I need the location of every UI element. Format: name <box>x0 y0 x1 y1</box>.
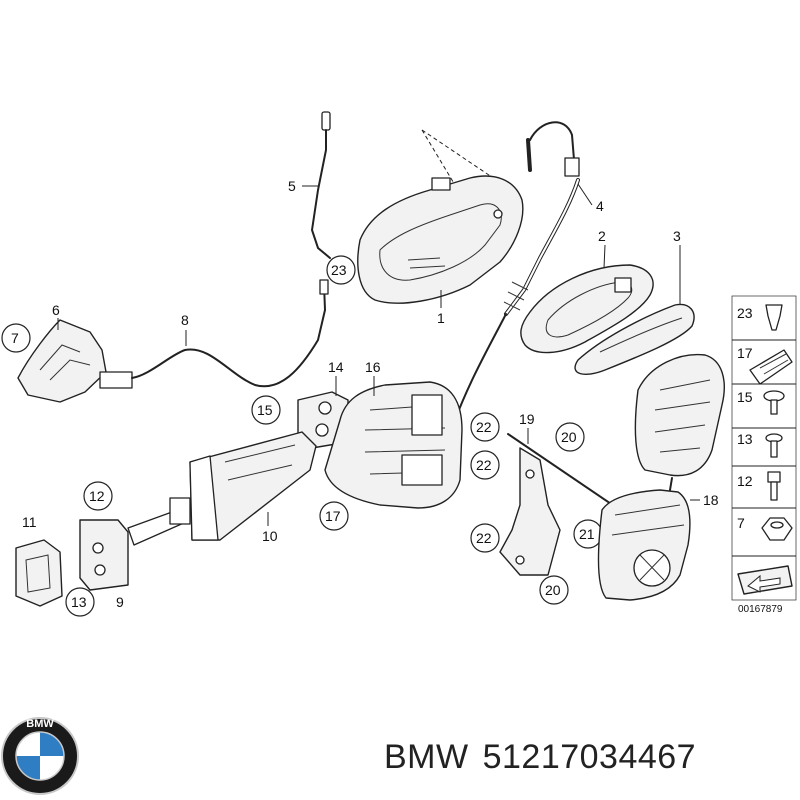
clip-icon <box>765 304 783 331</box>
diagram-code: 00167879 <box>738 604 783 615</box>
part-3-outer-handle: 3 <box>574 228 695 376</box>
callout-11: 11 <box>22 514 37 530</box>
callout-10: 10 <box>262 528 278 544</box>
part-5-rod: 5 <box>288 111 331 259</box>
callout-22a: 22 <box>476 419 492 435</box>
callout-23-group: 23 <box>326 255 356 285</box>
legend-item-7: 7 <box>737 515 745 531</box>
legend-item-13: 13 <box>737 431 753 447</box>
part-2-cover: 2 <box>520 228 654 354</box>
caption-part-number: 51217034467 <box>482 738 697 776</box>
callout-6: 6 <box>52 302 60 318</box>
callout-23: 23 <box>331 262 347 278</box>
hex-bolt-icon <box>767 471 781 483</box>
callout-14: 14 <box>328 359 344 375</box>
part-18-actuator: 18 <box>597 353 725 601</box>
part-9-check-strap: 12 13 9 <box>65 481 191 617</box>
part-10-cover: 10 <box>189 431 317 544</box>
callout-18: 18 <box>703 492 719 508</box>
nut-icon <box>761 517 793 541</box>
part-11-buffer: 11 <box>15 514 63 607</box>
part-6-seal: 6 7 <box>1 302 107 403</box>
part-1-handle-carrier: 1 <box>357 129 524 326</box>
legend-item-17: 17 <box>737 345 753 361</box>
callout-16: 16 <box>365 359 381 375</box>
callout-12: 12 <box>89 488 105 504</box>
callout-9: 9 <box>116 594 124 610</box>
callout-2: 2 <box>598 228 606 244</box>
grommet-icon <box>749 349 793 385</box>
callout-1: 1 <box>437 310 445 326</box>
legend-item-15: 15 <box>737 389 753 405</box>
part-16-lock: 16 17 <box>319 359 463 531</box>
callout-20a: 20 <box>561 429 577 445</box>
callout-8: 8 <box>181 312 189 328</box>
callout-4: 4 <box>596 198 604 214</box>
bmw-logo: BMW <box>1 717 79 795</box>
part-4-cable: 4 <box>454 121 604 421</box>
callout-5: 5 <box>288 178 296 194</box>
legend-column: 23 17 15 13 12 7 00167879 <box>731 295 797 615</box>
legend-item-23: 23 <box>737 305 753 321</box>
caption-brand: BMW <box>384 738 469 776</box>
callout-13: 13 <box>71 594 87 610</box>
part-19-22-bracket: 19 22 22 22 20 20 21 <box>470 411 621 605</box>
callout-3: 3 <box>673 228 681 244</box>
callout-22b: 22 <box>476 457 492 473</box>
callout-15: 15 <box>257 402 273 418</box>
callout-17: 17 <box>325 508 341 524</box>
legend-item-12: 12 <box>737 473 753 489</box>
part-8-harness: 8 <box>99 279 329 389</box>
callout-20b: 20 <box>545 582 561 598</box>
callout-22c: 22 <box>476 530 492 546</box>
bmw-logo-text: BMW <box>26 718 54 730</box>
callout-21: 21 <box>579 526 595 542</box>
caption: BMW 51217034467 <box>384 738 710 777</box>
callout-7: 7 <box>11 330 19 346</box>
callout-19: 19 <box>519 411 535 427</box>
